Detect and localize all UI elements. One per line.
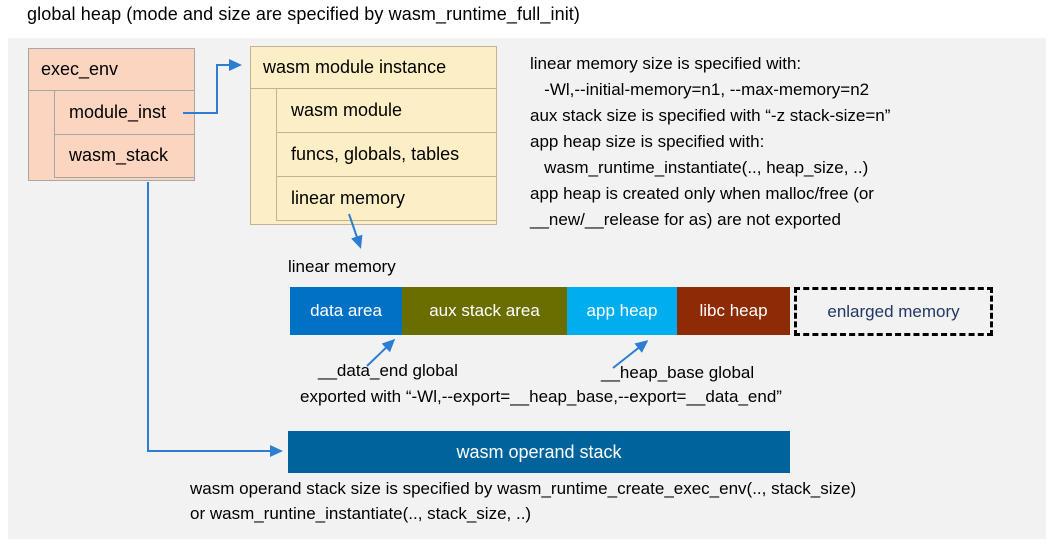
size-notes: linear memory size is specified with: -W… <box>530 51 890 233</box>
segment-enlarged-memory: enlarged memory <box>794 287 993 336</box>
module-instance-row-linear-memory: linear memory <box>276 177 496 221</box>
exec-env-row-wasm-stack: wasm_stack <box>54 134 194 178</box>
diagram-title: global heap (mode and size are specified… <box>27 4 580 24</box>
module-instance-row-funcs-globals-tables: funcs, globals, tables <box>276 133 496 177</box>
module-instance-row-wasm-module: wasm module <box>276 89 496 133</box>
module-instance-rows: wasm module funcs, globals, tables linea… <box>276 89 496 221</box>
note-line: app heap size is specified with: <box>530 132 765 151</box>
note-line: linear memory size is specified with: <box>530 54 802 73</box>
linear-memory-bar: data area aux stack area app heap libc h… <box>290 287 790 335</box>
exec-env-title: exec_env <box>29 49 194 91</box>
exported-with-label: exported with “-Wl,--export=__heap_base,… <box>300 387 782 406</box>
segment-aux-stack-area: aux stack area <box>402 287 567 335</box>
exec-env-rows: module_inst wasm_stack <box>54 91 194 178</box>
linear-memory-label: linear memory <box>288 257 396 276</box>
exec-env-row-module-inst: module_inst <box>54 91 194 135</box>
segment-libc-heap: libc heap <box>677 287 790 335</box>
operand-stack-caption-line2: or wasm_runtine_instantiate(.., stack_si… <box>190 504 532 523</box>
note-line: __new/__release for as) are not exported <box>530 210 841 229</box>
exec-env-box: exec_env module_inst wasm_stack <box>28 48 195 181</box>
wasm-operand-stack-bar: wasm operand stack <box>288 431 790 473</box>
wasm-operand-stack-label: wasm operand stack <box>456 441 622 462</box>
note-line: wasm_runtime_instantiate(.., heap_size, … <box>530 158 869 177</box>
data-end-global-label: __data_end global <box>318 361 458 380</box>
module-instance-box: wasm module instance wasm module funcs, … <box>250 46 497 225</box>
note-line: app heap is created only when malloc/fre… <box>530 184 874 203</box>
heap-base-global-label: __heap_base global <box>601 363 755 382</box>
segment-app-heap: app heap <box>567 287 677 335</box>
note-line: aux stack size is specified with “-z sta… <box>530 106 891 125</box>
module-instance-title: wasm module instance <box>251 47 496 89</box>
note-line: -Wl,--initial-memory=n1, --max-memory=n2 <box>530 80 870 99</box>
operand-stack-caption-line1: wasm operand stack size is specified by … <box>190 479 857 498</box>
segment-data-area: data area <box>290 287 402 335</box>
